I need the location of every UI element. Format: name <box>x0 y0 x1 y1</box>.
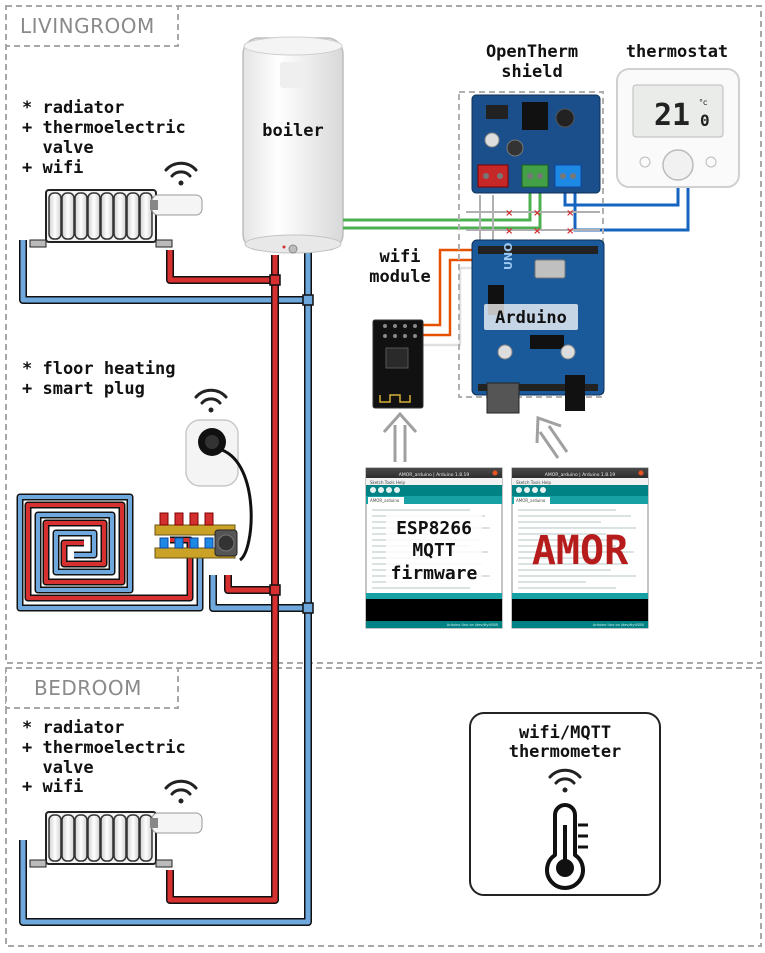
svg-text:×: × <box>505 208 513 219</box>
wifi-module-label-line1: wifi <box>380 247 421 267</box>
esp-window-menu: Sketch Tools Help <box>370 480 405 485</box>
esp-firmware-window: AMOR_arduino | Arduino 1.8.19 Sketch Too… <box>365 467 503 629</box>
flash-arrow-esp <box>382 411 418 462</box>
bedroom-radiator-line1: * radiator <box>22 718 124 738</box>
thermostat: thermostat 21 0 °c <box>616 42 740 188</box>
flash-arrow-amor <box>535 415 569 459</box>
arduino-board: UNO Arduino <box>471 239 605 414</box>
svg-text:×: × <box>566 226 574 237</box>
amor-window-tab: AMOR_arduino <box>516 498 546 503</box>
amor-window-title: AMOR_arduino | Arduino 1.8.19 <box>545 472 616 478</box>
livingroom-radiator-line3: valve <box>22 138 94 158</box>
svg-text:×: × <box>566 208 574 219</box>
livingroom-zone: LIVINGROOM <box>5 5 762 664</box>
bedroom-zone: BEDROOM <box>5 667 762 947</box>
svg-text:×: × <box>505 226 513 237</box>
esp-window-title: AMOR_arduino | Arduino 1.8.19 <box>399 472 470 478</box>
amor-window-menu: Sketch Tools Help <box>516 480 551 485</box>
livingroom-label: LIVINGROOM <box>20 14 155 38</box>
mqtt-thermometer-wifi-icon <box>548 768 582 793</box>
svg-text:×: × <box>533 208 541 219</box>
bedroom-radiator-line3: valve <box>22 758 94 778</box>
livingroom-radiator-text: * radiator + thermoelectric valve + wifi <box>22 98 186 178</box>
livingroom-thermo-valve <box>151 194 203 216</box>
esp-window-status: Arduino Uno on /dev/ttyUSB0 <box>447 623 498 627</box>
esp-window-tab: AMOR_arduino <box>370 498 400 503</box>
smart-plug-wifi-icon <box>194 388 228 413</box>
esp-window-line3: firmware <box>391 563 478 584</box>
wifi-module: wifi module <box>369 247 431 409</box>
hot-pipes <box>166 250 279 904</box>
boiler-label: boiler <box>262 121 323 141</box>
bedroom-radiator-line2: + thermoelectric <box>22 738 186 758</box>
thermometer-icon <box>545 803 588 890</box>
thermostat-button-right <box>705 156 717 168</box>
arduino-label: Arduino <box>495 308 567 328</box>
mqtt-thermometer: wifi/MQTT thermometer <box>469 712 661 896</box>
thermostat-dial <box>662 149 694 181</box>
opentherm-shield: OpenTherm shield <box>458 42 604 398</box>
esp-window-line1: ESP8266 <box>396 518 472 539</box>
bedroom-radiator-line4: + wifi <box>22 777 83 797</box>
smart-plug <box>185 419 253 562</box>
thermostat-button-left <box>639 156 651 168</box>
floor-heating-text: * floor heating + smart plug <box>22 359 176 399</box>
livingroom-radiator-line2: + thermoelectric <box>22 118 186 138</box>
livingroom-radiator-wifi-icon <box>164 161 198 186</box>
arduino-board-text: UNO <box>502 243 515 271</box>
jumper-marks: × × × × × × <box>505 208 574 237</box>
amor-firmware-window: AMOR_arduino | Arduino 1.8.19 Sketch Too… <box>511 467 649 629</box>
livingroom-radiator-line4: + wifi <box>22 158 83 178</box>
svg-text:×: × <box>533 226 541 237</box>
thermostat-label: thermostat <box>626 42 728 62</box>
bedroom-radiator <box>29 811 203 868</box>
wifi-module-label-line2: module <box>369 267 430 287</box>
bedroom-thermo-valve <box>151 812 203 834</box>
amor-window-label: AMOR <box>532 528 629 574</box>
bedroom-label: BEDROOM <box>34 676 142 700</box>
livingroom-radiator-line1: * radiator <box>22 98 124 118</box>
mqtt-thermometer-line2: thermometer <box>509 742 622 762</box>
boiler: boiler <box>242 36 344 254</box>
bedroom-radiator-text: * radiator + thermoelectric valve + wifi <box>22 718 186 797</box>
shield-link-wires <box>466 195 600 245</box>
livingroom-radiator <box>29 189 203 248</box>
esp-window-line2: MQTT <box>412 540 456 561</box>
amor-window-status: Arduino Uno on /dev/ttyUSB0 <box>593 623 644 627</box>
bedroom-radiator-wifi-icon <box>164 779 198 804</box>
floor-heating-line1: * floor heating <box>22 359 176 379</box>
mqtt-thermometer-line1: wifi/MQTT <box>519 723 611 743</box>
thermostat-display-decimal: 0 <box>700 111 710 130</box>
floor-heating-manifold <box>154 512 238 559</box>
thermostat-display: 21 <box>654 98 690 133</box>
floor-heating-line2: + smart plug <box>22 379 145 399</box>
thermostat-unit: °c <box>699 98 707 107</box>
opentherm-label-line1: OpenTherm <box>486 42 578 62</box>
opentherm-label-line2: shield <box>501 62 562 82</box>
floor-heating-loop <box>16 493 204 612</box>
pipe-tees <box>269 274 314 614</box>
